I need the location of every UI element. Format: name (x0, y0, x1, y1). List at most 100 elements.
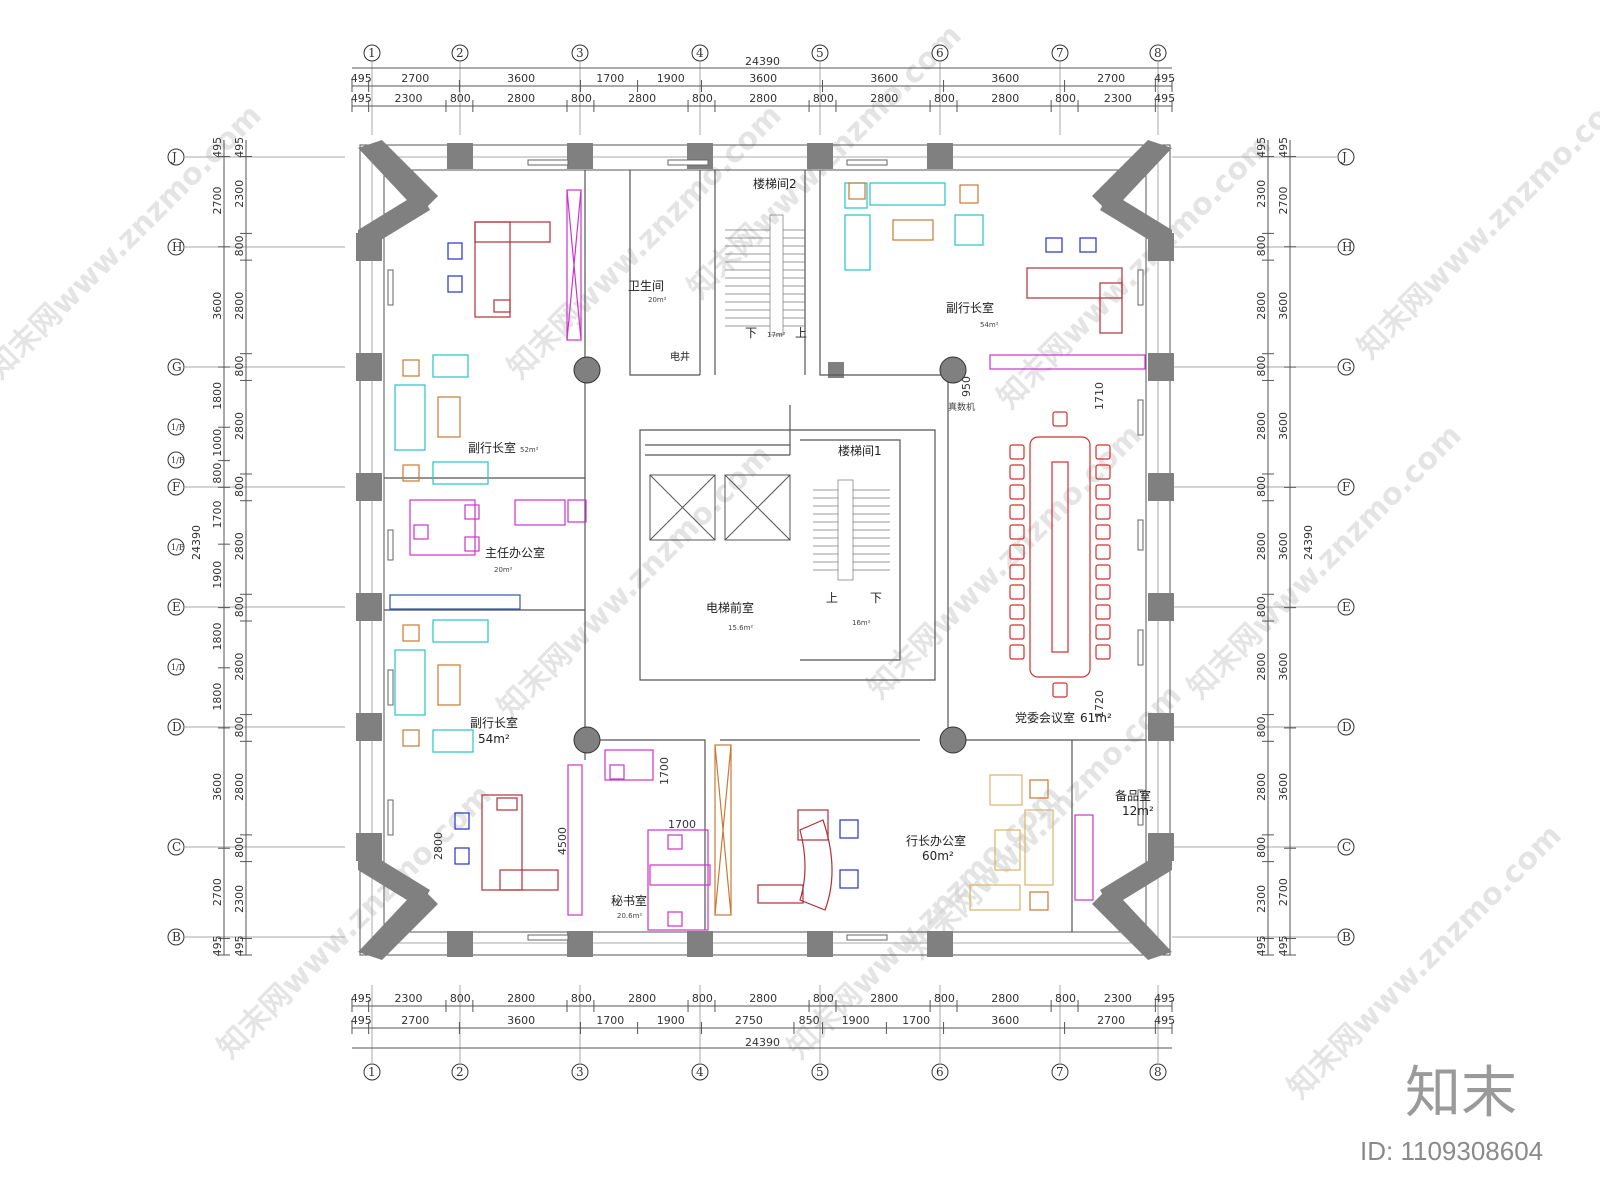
top-row2-value: 2800 (749, 92, 777, 105)
top-row1-value: 2700 (1097, 72, 1125, 85)
meeting-chair (1095, 564, 1111, 580)
window (1137, 789, 1144, 826)
stair-treads (725, 214, 890, 581)
column-left (356, 473, 382, 501)
bottom-row1-value: 2800 (507, 992, 535, 1005)
vp-w2-label: 副行长室 (470, 715, 518, 730)
column-small (828, 362, 844, 378)
right-inner-value: 800 (1255, 356, 1268, 377)
elec-label: 电井 (670, 350, 690, 363)
structural-columns (356, 143, 1174, 957)
left-outer-value: 1800 (211, 683, 224, 711)
furniture (389, 182, 1146, 931)
lobby-label: 电梯前室 (706, 600, 754, 615)
right-inner-value: 800 (1255, 235, 1268, 256)
axis-label-row-J: J (1340, 150, 1347, 164)
stair1-area: 16m² (852, 619, 871, 627)
axis-label-half: 1/D (171, 663, 185, 672)
stair1-down: 下 (870, 591, 882, 605)
left-outer-value: 1800 (211, 382, 224, 410)
axis-label-row-F: F (1342, 480, 1350, 494)
bottom-row1-value: 800 (1055, 992, 1076, 1005)
axis-bubble-col-7 (1051, 44, 1069, 62)
meeting-chair (1009, 444, 1025, 460)
left-outer-value: 2700 (211, 186, 224, 214)
bottom-row2-value: 2750 (735, 1014, 763, 1027)
window (387, 529, 394, 561)
column-bottom (807, 931, 833, 957)
axis-label-row-D: D (172, 720, 182, 734)
meeting-chair (1009, 564, 1025, 580)
right-outer-value: 3600 (1277, 412, 1290, 440)
window (846, 934, 888, 941)
left-outer-value: 1800 (211, 623, 224, 651)
axis-label-row-J: J (170, 150, 177, 164)
axis-bubble-col-2 (451, 44, 469, 62)
window (1137, 399, 1144, 436)
left-inner-value: 2800 (233, 532, 246, 560)
left-outer-value: 1900 (211, 561, 224, 589)
axis-label-col-2: 2 (456, 1065, 464, 1079)
top-row2-value: 2800 (628, 92, 656, 105)
axis-bubble-col-3 (571, 44, 589, 62)
stair1-label: 楼梯间1 (838, 443, 882, 458)
column-right (1148, 473, 1174, 501)
director-label: 主任办公室 (485, 545, 545, 560)
axis-label-col-8: 8 (1154, 46, 1162, 60)
axis-label-col-4: 4 (696, 46, 704, 60)
meeting-chair (1095, 644, 1111, 660)
bottom-row1-value: 800 (450, 992, 471, 1005)
meeting-chair (1095, 524, 1111, 540)
column-bottom (927, 931, 953, 957)
axis-label-half: 1/F (171, 423, 185, 432)
secretary-label: 秘书室 (611, 893, 647, 908)
dim-950: 950 (960, 376, 973, 397)
axis-bubble-col-1 (363, 44, 381, 62)
watermark-text: 知末网www.znzmo.com (861, 418, 1149, 706)
storage-label: 备品室 (1115, 788, 1151, 803)
president-area: 60m² (922, 849, 954, 863)
bottom-row2-value: 850 (799, 1014, 820, 1027)
bottom-row2-value: 1900 (842, 1014, 870, 1027)
meeting-chair (1009, 544, 1025, 560)
axis-label-row-D: D (1342, 720, 1352, 734)
meeting-chair (1009, 584, 1025, 600)
stair2-label: 楼梯间2 (753, 176, 797, 191)
left-outer-value: 1000 (211, 429, 224, 457)
column-left (356, 353, 382, 381)
right-outer-value: 2700 (1277, 186, 1290, 214)
column-bottom (447, 931, 473, 957)
axis-bubble-col-4 (691, 44, 709, 62)
window (1137, 269, 1144, 306)
column-right (1148, 713, 1174, 741)
meeting-chair (1009, 524, 1025, 540)
right-outer-value: 3600 (1277, 532, 1290, 560)
axis-label-row-C: C (172, 840, 181, 854)
bottom-row2-value: 3600 (991, 1014, 1019, 1027)
left-inner-value: 2800 (233, 412, 246, 440)
bottom-row1-value: 2800 (749, 992, 777, 1005)
overall-top: 24390 (745, 55, 780, 68)
left-inner-value: 800 (233, 596, 246, 617)
left-outer-value: 800 (211, 463, 224, 484)
column-right (1148, 593, 1174, 621)
right-inner-value: 2300 (1255, 885, 1268, 913)
window (387, 799, 394, 836)
stair1-up: 上 (826, 591, 838, 605)
secretary-area: 20.6m² (617, 912, 642, 920)
top-row1-value: 3600 (507, 72, 535, 85)
meeting-chair (1009, 504, 1025, 520)
left-inner-value: 800 (233, 717, 246, 738)
bottom-row2-value: 495 (351, 1014, 372, 1027)
top-row1-value: 2700 (401, 72, 429, 85)
left-inner-value: 2300 (233, 885, 246, 913)
top-row1-value: 495 (1154, 72, 1175, 85)
left-inner-value: 2800 (233, 773, 246, 801)
column-bottom (567, 931, 593, 957)
bottom-row1-value: 800 (571, 992, 592, 1005)
bottom-row2-value: 1700 (902, 1014, 930, 1027)
column-right (1148, 233, 1174, 261)
left-outer-value: 3600 (211, 292, 224, 320)
right-inner-value: 495 (1255, 137, 1268, 158)
